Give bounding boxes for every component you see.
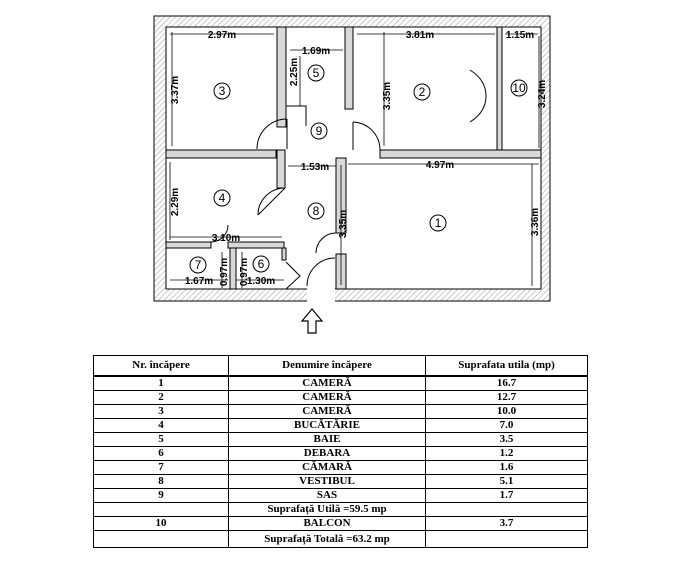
- cell-name: BUCĂTĂRIE: [228, 418, 426, 433]
- cell-area: 1.7: [425, 488, 588, 503]
- useful-total-row: Suprafață Utilă =59.5 mp: [93, 502, 588, 517]
- cell-name: SAS: [228, 488, 426, 503]
- room-marker-8: [307, 202, 325, 220]
- cell-area: 16.7: [425, 375, 588, 391]
- cell-area: 10.0: [425, 404, 588, 419]
- room-number: 1: [435, 216, 442, 230]
- table-header-row: Nr. încăpere Denumire încăpere Suprafata…: [93, 355, 588, 377]
- room-marker-5: [307, 64, 325, 82]
- dim-label: 1.67m: [185, 276, 213, 287]
- cell-name: BALCON: [228, 516, 426, 531]
- room-number: 7: [195, 258, 202, 272]
- room-marker-10: [510, 79, 528, 97]
- room-marker-1: [429, 214, 447, 232]
- dim-label: 1.53m: [301, 162, 329, 173]
- cell-number: 7: [93, 460, 229, 475]
- table-row: 5 BAIE 3.5: [93, 432, 588, 447]
- cell-number: 6: [93, 446, 229, 461]
- up-arrow-icon: [300, 308, 324, 334]
- room-marker-7: [189, 256, 207, 274]
- room-marker-3: [213, 82, 231, 100]
- room-markers: [189, 64, 528, 274]
- cell-name: BAIE: [228, 432, 426, 447]
- cell-name: CAMERĂ: [228, 404, 426, 419]
- header-room-name: Denumire încăpere: [228, 355, 426, 377]
- dim-label: 2.25m: [289, 58, 300, 86]
- table-row: 10 BALCON 3.7: [93, 516, 588, 531]
- dim-label: 2.97m: [208, 30, 236, 41]
- room-marker-2: [413, 83, 431, 101]
- table-row: 1 CAMERĂ 16.7: [93, 375, 588, 391]
- room-marker-9: [310, 122, 328, 140]
- table-row: 7 CĂMARĂ 1.6: [93, 460, 588, 475]
- room-marker-6: [252, 255, 270, 273]
- cell-name: CĂMARĂ: [228, 460, 426, 475]
- room-marker-4: [213, 189, 231, 207]
- rooms-table: Nr. încăpere Denumire încăpere Suprafata…: [93, 355, 588, 548]
- dim-label: 3.35m: [382, 82, 393, 110]
- cell-area: 1.2: [425, 446, 588, 461]
- dim-label: 3.36m: [530, 208, 541, 236]
- room-number: 10: [512, 81, 526, 95]
- dim-label: 3.10m: [212, 233, 240, 244]
- cell-name: CAMERĂ: [228, 375, 426, 391]
- table-row: 8 VESTIBUL 5.1: [93, 474, 588, 489]
- floor-plan: 2.97m 1.69m 3.81m 1.15m 3.37m 2.25m 3.35…: [153, 15, 551, 334]
- cell-number: 1: [93, 375, 229, 391]
- room-number: 2: [419, 85, 426, 99]
- room-number: 4: [219, 191, 226, 205]
- useful-total: Suprafață Utilă =59.5 mp: [228, 502, 426, 517]
- table-row: 9 SAS 1.7: [93, 488, 588, 503]
- dim-label: 3.81m: [406, 30, 434, 41]
- cell-name: VESTIBUL: [228, 474, 426, 489]
- grand-total-row: Suprafață Totală =63.2 mp: [93, 530, 588, 548]
- cell-number: 4: [93, 418, 229, 433]
- room-numbers: 1 2 3 4 5 6 7 8 9 10: [195, 66, 526, 272]
- dim-label: 0.97m: [239, 258, 250, 286]
- cell-number: 3: [93, 404, 229, 419]
- cell-name: DEBARA: [228, 446, 426, 461]
- cell-area: 3.5: [425, 432, 588, 447]
- cell-number: 5: [93, 432, 229, 447]
- cell-area: 1.6: [425, 460, 588, 475]
- dim-label: 1.15m: [506, 30, 534, 41]
- dim-label: 1.30m: [247, 276, 275, 287]
- room-number: 5: [313, 66, 320, 80]
- dim-label: 2.29m: [170, 188, 181, 216]
- cell-number: 8: [93, 474, 229, 489]
- dimension-lines: [169, 32, 540, 288]
- dim-label: 3.35m: [338, 210, 349, 238]
- room-number: 6: [258, 257, 265, 271]
- table-row: 4 BUCĂTĂRIE 7.0: [93, 418, 588, 433]
- cell-area: 12.7: [425, 390, 588, 405]
- dim-label: 4.97m: [426, 160, 454, 171]
- cell-number: 10: [93, 516, 229, 531]
- header-room-number: Nr. încăpere: [93, 355, 229, 377]
- dim-label: 1.69m: [302, 46, 330, 57]
- cell-area: 5.1: [425, 474, 588, 489]
- table-row: 2 CAMERĂ 12.7: [93, 390, 588, 405]
- cell-name: CAMERĂ: [228, 390, 426, 405]
- cell-area: 3.7: [425, 516, 588, 531]
- room-number: 3: [219, 84, 226, 98]
- dim-label: 3.37m: [170, 76, 181, 104]
- dimension-labels: 2.97m 1.69m 3.81m 1.15m 3.37m 2.25m 3.35…: [170, 30, 548, 287]
- cell-area: 7.0: [425, 418, 588, 433]
- cell-number: 2: [93, 390, 229, 405]
- grand-total: Suprafață Totală =63.2 mp: [228, 530, 426, 548]
- table-row: 6 DEBARA 1.2: [93, 446, 588, 461]
- dim-label: 3.24m: [537, 80, 548, 108]
- cell-number: 9: [93, 488, 229, 503]
- dim-label: 0.97m: [219, 258, 230, 286]
- table-row: 3 CAMERĂ 10.0: [93, 404, 588, 419]
- header-area: Suprafata utila (mp): [425, 355, 588, 377]
- room-number: 9: [316, 124, 323, 138]
- room-number: 8: [313, 204, 320, 218]
